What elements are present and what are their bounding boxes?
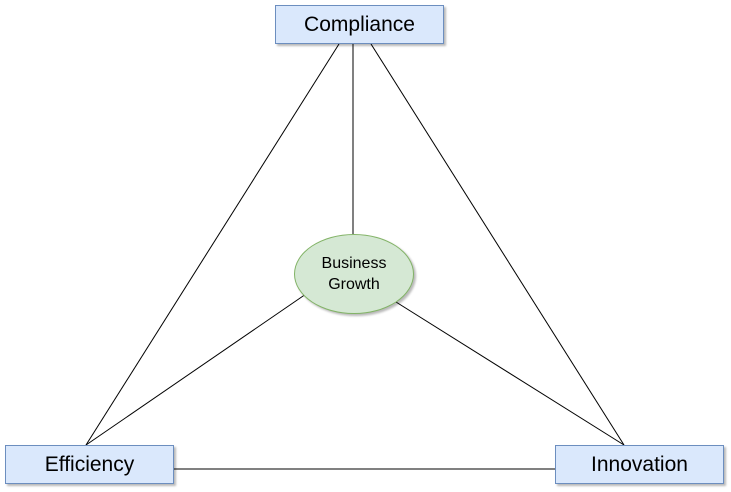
innovation-node: Innovation	[555, 445, 724, 484]
compliance-node: Compliance	[275, 5, 444, 44]
innovation-label: Innovation	[591, 452, 688, 476]
efficiency-node: Efficiency	[5, 445, 174, 484]
efficiency-label: Efficiency	[44, 452, 135, 476]
edge-efficiency-center	[85, 293, 307, 446]
edge-compliance-efficiency	[85, 43, 340, 446]
business-growth-label-line2: Growth	[328, 276, 380, 293]
edge-compliance-innovation	[370, 43, 625, 446]
edge-innovation-center	[395, 301, 625, 446]
business-growth-node: Business Growth	[294, 234, 414, 314]
business-growth-label-line1: Business	[321, 255, 387, 272]
compliance-label: Compliance	[304, 12, 415, 36]
